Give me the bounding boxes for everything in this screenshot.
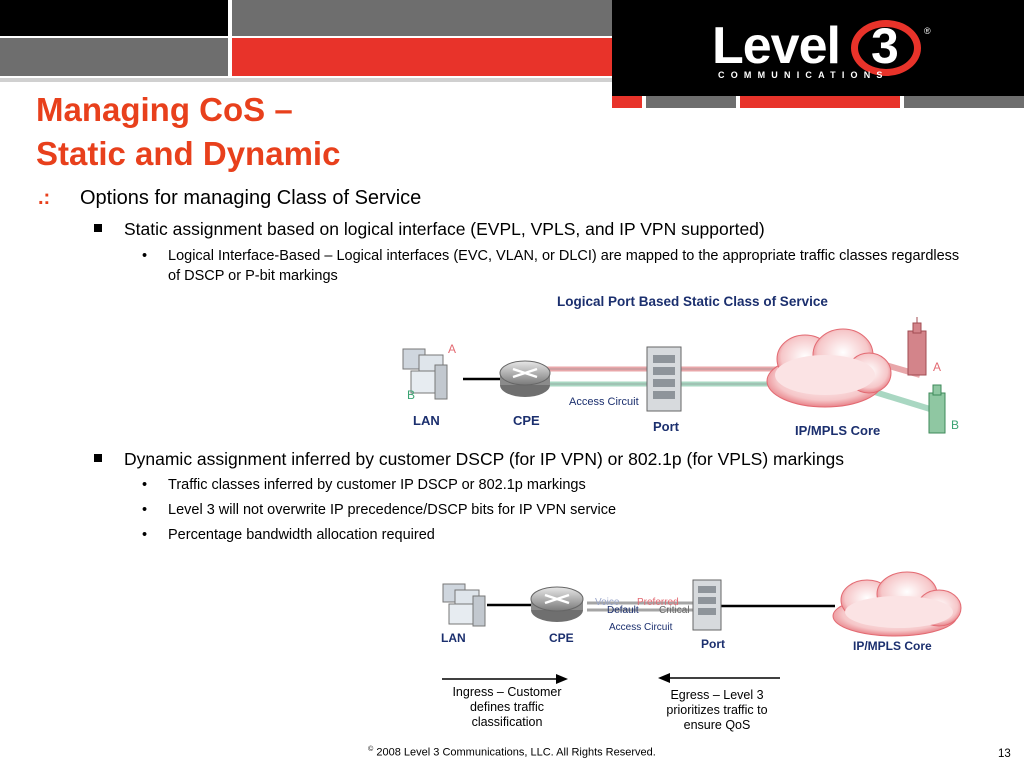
dynamic-cos-diagram: LAN CPE Voice Preferred Default Critical… <box>441 571 962 653</box>
lan-computers-icon <box>442 583 486 627</box>
site-b-building-icon <box>928 384 946 434</box>
square-bullet-icon <box>94 224 102 232</box>
cpe-router-icon <box>499 360 551 397</box>
diagram1-lan-a-marker: A <box>448 342 456 356</box>
diagram2-default-label: Default <box>607 605 639 616</box>
dot-bullet-icon: • <box>142 502 148 518</box>
ip-mpls-cloud-icon <box>766 328 892 408</box>
dot-bullet-icon: • <box>142 248 148 264</box>
ingress-caption: Ingress – Customer defines traffic class… <box>452 685 562 729</box>
diagram2-access-circuit-label: Access Circuit <box>609 622 673 633</box>
diagram1-lan-label: LAN <box>413 413 440 428</box>
bullet-dynamic-detail-text: Level 3 will not overwrite IP precedence… <box>168 502 617 518</box>
ingress-arrow <box>442 674 568 684</box>
slide-title: Managing CoS – Static and Dynamic <box>36 88 340 176</box>
diagram1-title: Logical Port Based Static Class of Servi… <box>557 294 828 309</box>
slide-title-line-2: Static and Dynamic <box>36 135 341 172</box>
square-bullet-icon <box>94 454 102 462</box>
static-cos-diagram: Logical Port Based Static Class of Servi… <box>402 294 959 438</box>
bullet-main-text: Options for managing Class of Service <box>80 187 422 209</box>
logo-subtitle: COMMUNICATIONS <box>718 70 889 80</box>
diagram1-site-a-marker: A <box>933 360 941 374</box>
header-stripe-4 <box>904 96 1024 108</box>
bullet-static-detail-text: Logical Interface-Based – Logical interf… <box>168 248 960 284</box>
lan-computers-icon <box>402 348 448 400</box>
header-block-red-row2 <box>232 38 612 76</box>
diagram2-voice-label: Voice <box>595 597 620 608</box>
logo-wordmark: Level <box>712 17 841 75</box>
header-stripe-3 <box>740 96 900 108</box>
bullet-dynamic-text: Dynamic assignment inferred by customer … <box>124 449 845 469</box>
bullet-static-text: Static assignment based on logical inter… <box>124 219 765 239</box>
egress-caption: Egress – Level 3 prioritizes traffic to … <box>666 688 768 732</box>
header-block-grey-row2 <box>0 38 228 76</box>
page-number: 13 <box>998 748 1011 760</box>
header-block-black-right <box>612 0 1024 96</box>
dot-bullet-icon: • <box>142 477 148 493</box>
diagram2-lan-label: LAN <box>441 631 466 645</box>
header-band: Level 3 ® COMMUNICATIONS <box>0 0 1024 108</box>
diagram1-port-label: Port <box>653 419 680 434</box>
access-circuit-lines <box>587 601 835 612</box>
diagram2-preferred-label: Preferred <box>637 597 679 608</box>
egress-arrow <box>658 673 780 683</box>
logo-number: 3 <box>871 18 899 74</box>
slide-title-line-1: Managing CoS – <box>36 91 293 128</box>
port-switch-icon <box>646 346 682 412</box>
diagram1-cpe-label: CPE <box>513 413 540 428</box>
diagram1-site-b-marker: B <box>951 418 959 432</box>
bullet-main-marker: .: <box>38 187 51 209</box>
diagram1-access-circuit-label: Access Circuit <box>569 396 639 408</box>
site-a-building-icon <box>907 317 927 376</box>
header-block-grey-mid <box>232 0 612 36</box>
copyright-text: 2008 Level 3 Communications, LLC. All Ri… <box>373 746 656 759</box>
cpe-router-icon <box>530 586 584 622</box>
bullet-dynamic-detail-text: Percentage bandwidth allocation required <box>168 527 435 543</box>
diagram2-cpe-label: CPE <box>549 631 574 645</box>
logo-registered-mark: ® <box>924 26 931 36</box>
diagram1-lan-b-marker: B <box>407 388 415 402</box>
header-block-grey-left <box>0 0 228 36</box>
diagram1-core-label: IP/MPLS Core <box>795 423 880 438</box>
copyright-footer: © 2008 Level 3 Communications, LLC. All … <box>0 746 1024 759</box>
header-stripe-1 <box>612 96 642 108</box>
copyright-mark: © <box>368 746 374 753</box>
bullet-dynamic-detail-text: Traffic classes inferred by customer IP … <box>168 477 586 493</box>
ip-mpls-cloud-icon <box>832 571 962 637</box>
header-rule <box>0 78 612 82</box>
header-stripe-2 <box>646 96 736 108</box>
dot-bullet-icon: • <box>142 527 148 543</box>
diagram2-core-label: IP/MPLS Core <box>853 639 932 653</box>
diagram2-port-label: Port <box>701 637 725 651</box>
logo-circle <box>851 20 921 76</box>
port-switch-icon <box>692 579 722 631</box>
diagram2-critical-label: Critical <box>659 605 690 616</box>
